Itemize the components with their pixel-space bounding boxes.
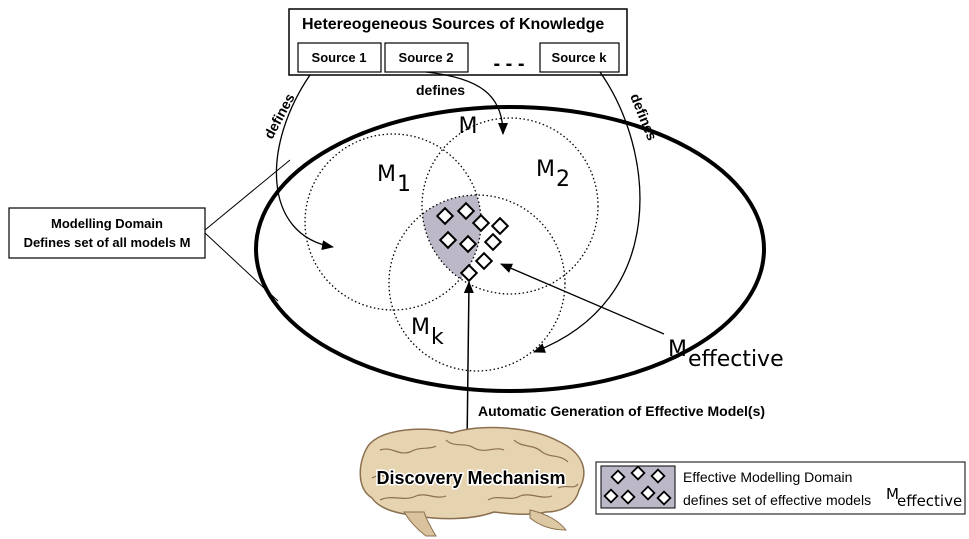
defines-arrow-source-k: [533, 71, 641, 353]
diamond-icon: [474, 251, 494, 271]
svg-text:M: M: [411, 315, 430, 340]
callout-line-upper: [204, 159, 291, 231]
diamond-icon: [435, 206, 455, 226]
diamond-icon: [620, 489, 636, 505]
diamond-icon: [459, 263, 479, 283]
set-m2-label: M 2: [536, 157, 570, 192]
source-1-box: [297, 42, 382, 73]
source-1-label: Source 1: [312, 50, 367, 65]
diamond-icon: [630, 465, 646, 481]
set-meffective-label: M effective: [668, 337, 784, 372]
modelling-domain-title: Modelling Domain: [51, 216, 163, 231]
svg-text:1: 1: [397, 172, 411, 197]
effective-model-diamonds: [435, 201, 510, 283]
diamond-icon: [471, 213, 491, 233]
circle-m2: [421, 117, 599, 295]
diamond-icon: [640, 485, 656, 501]
diamond-icon: [483, 232, 503, 252]
callout-line-lower: [204, 232, 279, 302]
source-k-box: [539, 42, 620, 73]
meffective-pointer-arrow: [500, 263, 665, 335]
diamond-icon: [650, 468, 666, 484]
svg-text:M: M: [668, 337, 687, 362]
source-2-label: Source 2: [399, 50, 454, 65]
legend-line-2: defines set of effective models: [683, 492, 871, 508]
legend-line-1: Effective Modelling Domain: [683, 469, 852, 485]
modelling-domain-ellipse: [254, 105, 766, 393]
brain-icon: Discovery Mechanism: [359, 426, 585, 537]
diamond-icon: [603, 488, 619, 504]
defines-arrow-source-2: [425, 71, 508, 135]
automatic-generation-label: Automatic Generation of Effective Model(…: [478, 403, 765, 419]
discovery-mechanism-label: Discovery Mechanism: [376, 468, 565, 488]
svg-text:M: M: [886, 485, 899, 503]
legend-meffective-label: M effective: [886, 485, 962, 510]
diamond-icon: [656, 490, 672, 506]
circle-mk: [388, 194, 566, 372]
set-mk-label: M k: [411, 315, 444, 350]
diamond-icon: [490, 216, 510, 236]
diamond-icon: [456, 201, 476, 221]
sources-ellipsis: - - -: [493, 53, 524, 75]
svg-text:effective: effective: [897, 492, 962, 510]
defines-arrow-source-1: [275, 74, 334, 251]
automatic-generation-arrow: [463, 281, 474, 449]
set-m1-label: M 1: [377, 162, 411, 197]
modelling-domain-subtitle: Defines set of all models M: [24, 235, 191, 250]
source-k-label: Source k: [552, 50, 608, 65]
diamond-icon: [610, 469, 626, 485]
svg-text:effective: effective: [688, 347, 784, 372]
defines-label-2: defines: [416, 82, 465, 98]
defines-label-1: defines: [261, 90, 298, 141]
svg-text:M: M: [536, 157, 555, 182]
svg-text:k: k: [431, 325, 444, 350]
svg-text:M: M: [377, 162, 396, 187]
defines-label-3: defines: [627, 91, 660, 143]
set-m-label: M: [459, 114, 478, 139]
legend-diamonds: [603, 465, 672, 506]
modelling-domain-box: [8, 207, 206, 259]
svg-text:2: 2: [556, 167, 570, 192]
diamond-icon: [458, 234, 478, 254]
diamond-icon: [438, 230, 458, 250]
knowledge-sources-title: Hetereogeneous Sources of Knowledge: [302, 16, 604, 33]
